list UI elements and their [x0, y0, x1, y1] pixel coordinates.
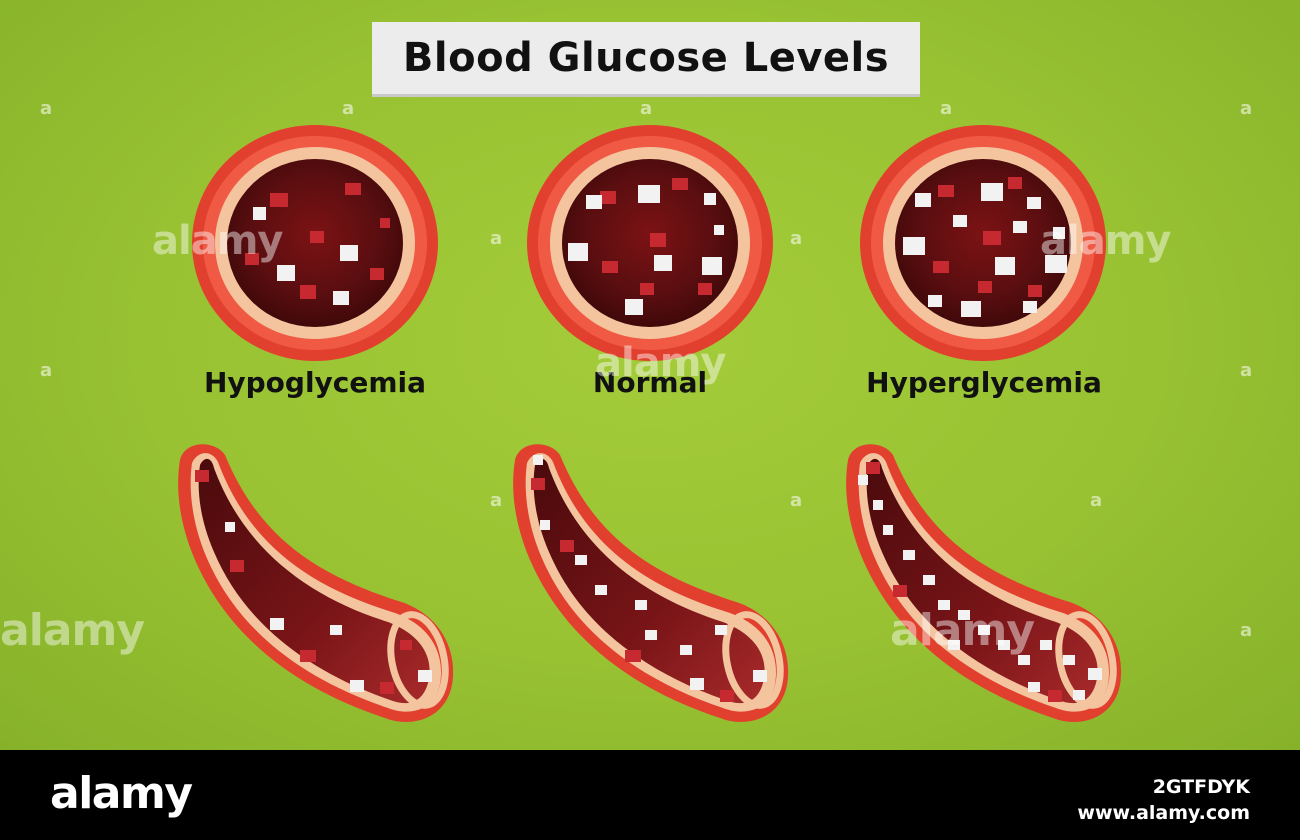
watermark-mark: a: [1240, 360, 1253, 381]
watermark-mark: a: [940, 98, 953, 119]
watermark-text: alamy: [890, 605, 1035, 656]
watermark-mark: a: [640, 98, 653, 119]
label-hyperglycemia: Hyperglycemia: [866, 366, 1102, 399]
label-hypoglycemia: Hypoglycemia: [203, 366, 427, 399]
vessel-illustration: [178, 125, 1122, 722]
watermark-mark: a: [490, 228, 503, 249]
alamy-logo: alamy: [50, 768, 193, 819]
diagram-title: Blood Glucose Levels: [402, 35, 890, 81]
title-banner: Blood Glucose Levels: [372, 22, 920, 94]
watermark-mark: a: [790, 490, 803, 511]
cross-section-hyperglycemia: [860, 125, 1106, 361]
watermark-text: alamy: [1040, 218, 1171, 264]
vessel-tube-hypoglycemia: [178, 444, 454, 722]
diagram-canvas: Blood Glucose Levels Hypoglycemia Normal…: [0, 0, 1300, 750]
watermark-text: alamy: [0, 605, 145, 656]
site-url: www.alamy.com: [1077, 802, 1250, 824]
watermark-mark: a: [490, 490, 503, 511]
footer-bar: alamy 2GTFDYK www.alamy.com: [0, 750, 1300, 840]
watermark-mark: a: [342, 98, 355, 119]
vessel-tube-hyperglycemia: [846, 444, 1122, 722]
vessel-tube-normal: [513, 444, 789, 722]
watermark-text: alamy: [595, 340, 726, 386]
image-credit: 2GTFDYK www.alamy.com: [1077, 774, 1250, 826]
watermark-text: alamy: [152, 218, 283, 264]
cross-section-hypoglycemia: [192, 125, 438, 361]
watermark-mark: a: [40, 360, 53, 381]
watermark-mark: a: [1240, 620, 1253, 641]
watermark-mark: a: [790, 228, 803, 249]
label-normal: Normal: [592, 366, 708, 399]
image-id: 2GTFDYK: [1152, 776, 1250, 798]
watermark-mark: a: [40, 98, 53, 119]
watermark-mark: a: [1240, 98, 1253, 119]
cross-section-normal: [527, 125, 773, 361]
watermark-mark: a: [1090, 490, 1103, 511]
